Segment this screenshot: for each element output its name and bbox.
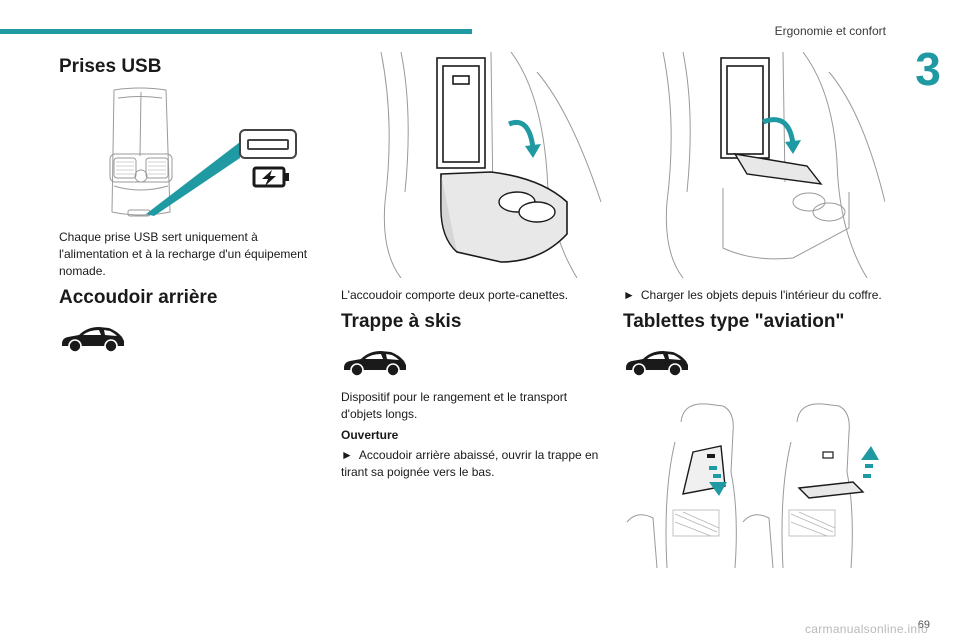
ski-hatch-illustration xyxy=(662,52,885,278)
bullet-triangle-icon: ► xyxy=(623,288,635,302)
tables-title: Tablettes type "aviation" xyxy=(623,311,845,332)
ski-hatch-step: ►Accoudoir arrière abaissé, ouvrir la tr… xyxy=(341,447,603,481)
aviation-tables-illustration xyxy=(626,403,879,568)
usb-console-illustration xyxy=(109,87,297,217)
car-silhouette-icon xyxy=(626,351,688,377)
car-silhouette-icon xyxy=(344,351,406,377)
usb-title: Prises USB xyxy=(59,56,162,77)
chapter-tab: 3 xyxy=(896,41,960,97)
ski-hatch-title: Trappe à skis xyxy=(341,311,462,332)
trunk-step-text: Charger les objets depuis l'intérieur du… xyxy=(640,288,882,302)
armrest-caption: L'accoudoir comporte deux porte-canettes… xyxy=(341,288,569,302)
ski-hatch-subtitle: Ouverture xyxy=(341,428,399,442)
ski-hatch-step-text: Accoudoir arrière abaissé, ouvrir la tra… xyxy=(341,448,599,479)
armrest-illustration xyxy=(380,52,602,278)
car-silhouette-icon xyxy=(62,327,124,353)
header-accent-bar xyxy=(0,29,472,34)
usb-port-icon xyxy=(239,129,297,159)
page-number: 69 xyxy=(917,619,930,631)
watermark: carmanualsonline.info xyxy=(804,622,928,636)
usb-description: Chaque prise USB sert uniquement à l'ali… xyxy=(59,230,308,278)
chapter-number: 3 xyxy=(915,43,941,95)
armrest-title: Accoudoir arrière xyxy=(59,287,218,308)
battery-charge-icon xyxy=(252,166,289,188)
section-name: Ergonomie et confort xyxy=(774,24,886,38)
ski-hatch-description: Dispositif pour le rangement et le trans… xyxy=(341,390,568,421)
trunk-step: ► Charger les objets depuis l'intérieur d… xyxy=(623,287,903,304)
bullet-triangle-icon: ► xyxy=(341,448,353,462)
